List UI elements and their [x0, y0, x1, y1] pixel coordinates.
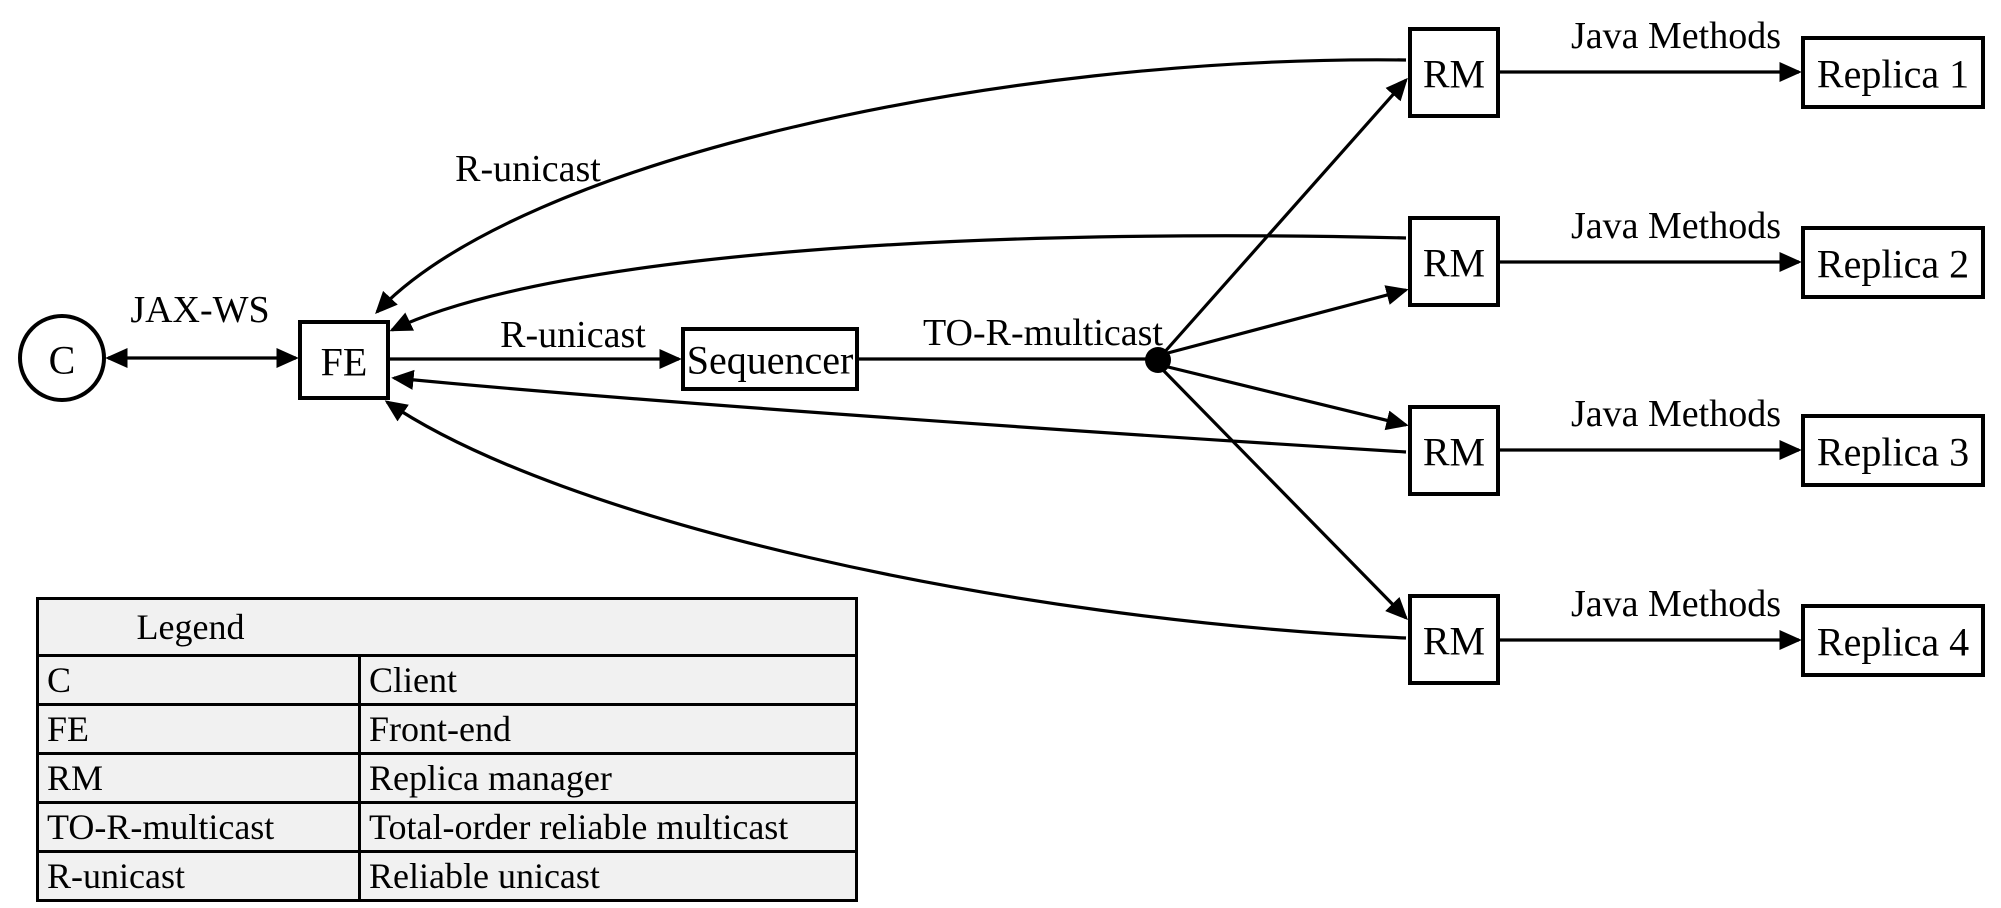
node-replica-3-label: Replica 3: [1817, 430, 1969, 475]
node-rm-3[interactable]: [1408, 405, 1500, 496]
node-rm-2[interactable]: [1408, 216, 1500, 307]
legend-table-body: Legend C Client FE Front-end RM Replica …: [36, 597, 858, 902]
label-java-methods-3: Java Methods: [1571, 393, 1781, 435]
node-rm-1-label: RM: [1423, 52, 1485, 97]
legend-row: C Client: [36, 654, 858, 706]
legend-meaning-to-r-multicast: Total-order reliable multicast: [358, 801, 858, 853]
node-rm-2-label: RM: [1423, 241, 1485, 286]
legend-row: FE Front-end: [36, 703, 858, 755]
node-rm-1[interactable]: [1408, 27, 1500, 118]
node-rm-4[interactable]: [1408, 594, 1500, 685]
node-replica-4-label: Replica 4: [1817, 620, 1969, 665]
legend-row: TO-R-multicast Total-order reliable mult…: [36, 801, 858, 853]
legend-meaning-fe: Front-end: [358, 703, 858, 755]
legend-abbr-to-r-multicast: TO-R-multicast: [36, 801, 361, 853]
legend-abbr-r-unicast: R-unicast: [36, 850, 361, 902]
label-r-unicast-upper: R-unicast: [455, 148, 601, 190]
legend-meaning-rm: Replica manager: [358, 752, 858, 804]
legend-row: RM Replica manager: [36, 752, 858, 804]
node-client-label: C: [49, 338, 76, 383]
node-replica-2[interactable]: [1801, 226, 1985, 299]
node-replica-4[interactable]: [1801, 604, 1985, 677]
legend-meaning-c: Client: [358, 654, 858, 706]
label-java-methods-4: Java Methods: [1571, 583, 1781, 625]
label-jax-ws: JAX-WS: [130, 289, 269, 331]
legend-abbr-fe: FE: [36, 703, 361, 755]
legend-abbr-rm: RM: [36, 752, 361, 804]
legend-title-cell: Legend: [36, 597, 858, 657]
node-sequencer-label: Sequencer: [687, 338, 854, 383]
legend-header-row: Legend: [36, 597, 858, 657]
edge-junction-rm3: [1163, 364, 1409, 431]
node-rm-4-label: RM: [1423, 619, 1485, 664]
node-sequencer[interactable]: [681, 327, 859, 391]
label-java-methods-2: Java Methods: [1571, 205, 1781, 247]
node-replica-3[interactable]: [1801, 414, 1985, 487]
node-frontend-label: FE: [321, 340, 368, 385]
label-r-unicast-middle: R-unicast: [500, 314, 646, 356]
edge-rm1-frontend: [375, 58, 1407, 315]
node-frontend[interactable]: [298, 320, 390, 400]
edge-rm3-frontend: [391, 369, 1407, 454]
legend-meaning-r-unicast: Reliable unicast: [358, 850, 858, 902]
node-client[interactable]: [18, 314, 106, 402]
label-java-methods-1: Java Methods: [1571, 15, 1781, 57]
edge-rm2-frontend: [389, 234, 1407, 332]
label-to-r-multicast: TO-R-multicast: [923, 312, 1163, 354]
multicast-junction-dot: [1145, 347, 1171, 373]
legend-table: Legend C Client FE Front-end RM Replica …: [36, 597, 858, 902]
node-replica-1[interactable]: [1801, 36, 1985, 109]
legend-row: R-unicast Reliable unicast: [36, 850, 858, 902]
legend-title: Legend: [136, 607, 245, 647]
node-replica-2-label: Replica 2: [1817, 242, 1969, 287]
edge-junction-rm2: [1163, 285, 1409, 356]
edge-junction-rm1: [1160, 77, 1408, 357]
edge-rm4-frontend: [384, 400, 1407, 640]
node-replica-1-label: Replica 1: [1817, 52, 1969, 97]
legend-abbr-c: C: [36, 654, 361, 706]
node-rm-3-label: RM: [1423, 430, 1485, 475]
edge-junction-rm4: [1160, 367, 1408, 620]
